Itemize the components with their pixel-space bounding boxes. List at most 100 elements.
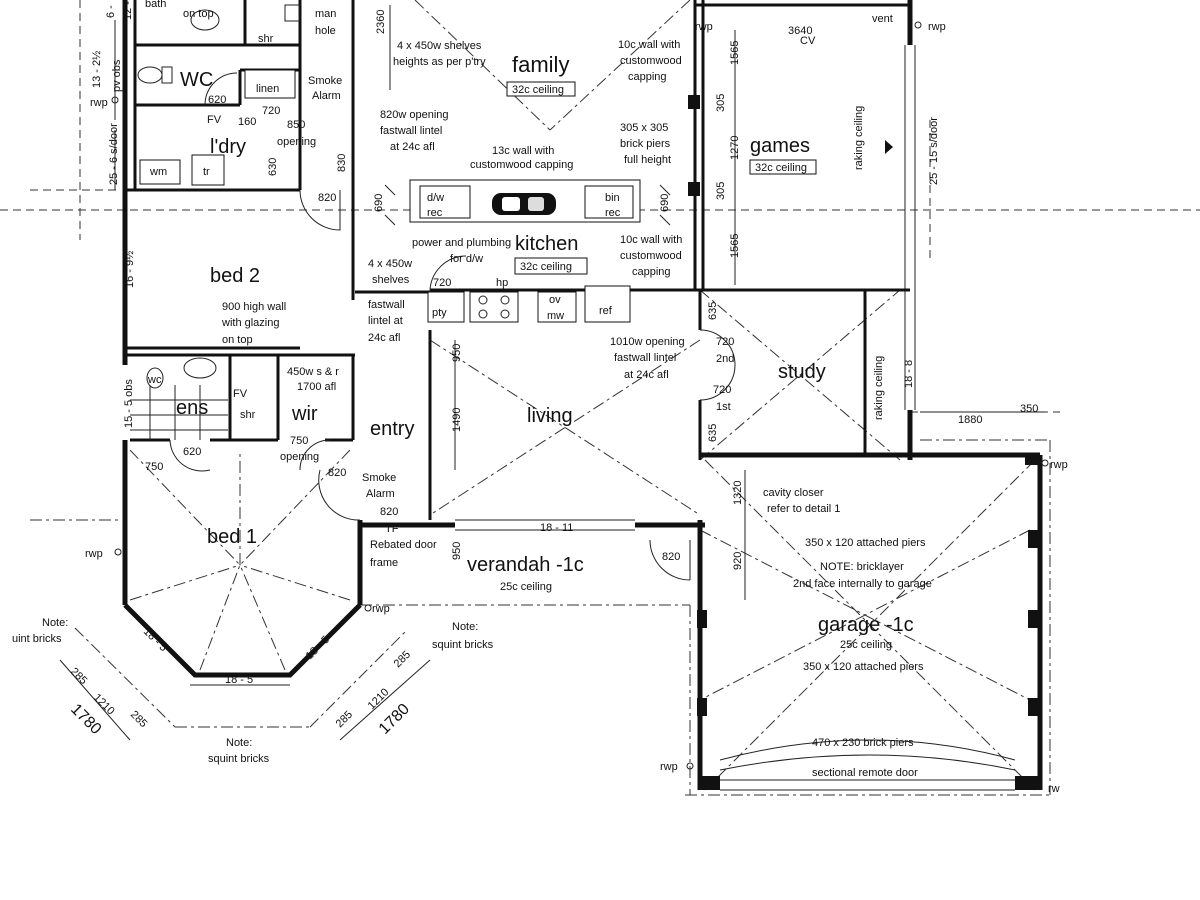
fixture-on-top: on top	[183, 8, 214, 20]
dim-2360: 2360	[375, 10, 387, 34]
dim-13-2half: 13 - 2½	[91, 51, 103, 88]
note-opening-820-3: at 24c afl	[390, 141, 435, 153]
note-opening-820-2: fastwall lintel	[380, 125, 442, 137]
note-rebated-2: frame	[370, 557, 398, 569]
dim-620b: 620	[183, 446, 201, 458]
dim-820d: 820	[662, 551, 680, 563]
fixture-man: man	[315, 8, 336, 20]
dim-18-11: 18 - 11	[540, 522, 573, 534]
ceiling-kitchen: 32c ceiling	[520, 261, 572, 273]
fixture-fv1: FV	[207, 114, 222, 126]
note-squint-bottom-1: Note:	[226, 737, 252, 749]
dim-305b: 305	[715, 182, 727, 200]
dim-350: 350	[1020, 403, 1038, 415]
fixture-bin: bin	[605, 192, 620, 204]
dim-690a: 690	[373, 194, 385, 212]
dim-25-15: 25 - 15 s/door	[928, 117, 940, 185]
dim-720a: 720	[262, 105, 280, 117]
dim-15-5: 15 - 5 obs	[123, 379, 135, 428]
note-fastwall-3: 24c afl	[368, 332, 400, 344]
label-2nd: 2nd	[716, 353, 734, 365]
rwp-label: rw	[1048, 783, 1060, 795]
note-squint-right-1: Note:	[452, 621, 478, 633]
room-shr2: shr	[240, 409, 256, 421]
note-brick-piers-3: full height	[624, 154, 671, 166]
note-shelves-pty-1: 4 x 450w	[368, 258, 412, 270]
dim-1210a: 1210	[91, 692, 117, 718]
dim-1565a: 1565	[729, 41, 741, 65]
fixture-mw: mw	[547, 310, 564, 322]
dim-630: 630	[267, 158, 279, 176]
dim-1270: 1270	[729, 136, 741, 160]
note-squint-left-1: Note:	[42, 617, 68, 629]
note-opening-1010-1: 1010w opening	[610, 336, 685, 348]
dim-1565b: 1565	[729, 234, 741, 258]
note-opening-1010-2: fastwall lintel	[614, 352, 676, 364]
fixture-pty: pty	[432, 307, 447, 319]
rwp-label: rwp	[1050, 459, 1068, 471]
room-living: living	[527, 405, 573, 427]
dim-1320: 1320	[732, 481, 744, 505]
dim-1210b: 1210	[366, 686, 392, 712]
note-opening-1010-3: at 24c afl	[624, 369, 669, 381]
dim-720d: 720	[713, 384, 731, 396]
ceiling-garage: 25c ceiling	[840, 639, 892, 651]
note-shelves-family-1: 4 x 450w shelves	[397, 40, 482, 52]
arrow-icon	[885, 140, 893, 154]
room-games: games	[750, 135, 810, 157]
note-wir-shelves-2: 1700 afl	[297, 381, 336, 393]
dim-620a: 620	[208, 94, 226, 106]
rwp-label: rwp	[660, 761, 678, 773]
note-capping-bot-2: customwood	[620, 250, 682, 262]
fixture-fv2: FV	[233, 388, 248, 400]
room-ens: ens	[176, 397, 208, 419]
fixture-tf: TF	[385, 523, 399, 535]
note-smoke-2b: Alarm	[366, 488, 395, 500]
note-shelves-family-2: heights as per p'try	[393, 56, 486, 68]
raking-study: raking ceiling	[873, 356, 885, 420]
note-power-2: for d/w	[450, 253, 483, 265]
dim-pv-obs: pv obs	[111, 59, 123, 92]
fixture-dw: d/w	[427, 192, 444, 204]
note-brick-piers-2: brick piers	[620, 138, 671, 150]
dim-720b: 720	[433, 277, 451, 289]
rwp-label: rwp	[372, 603, 390, 615]
note-capping-bot-1: 10c wall with	[620, 234, 682, 246]
fixture-wc-small: wc	[147, 374, 162, 386]
cooktop-icon	[478, 295, 510, 319]
note-opening-750-1: 750	[290, 435, 308, 447]
note-sectional-door: sectional remote door	[812, 767, 918, 779]
fixture-cv: CV	[800, 35, 816, 47]
room-family: family	[512, 52, 569, 77]
dim-920: 920	[732, 552, 744, 570]
note-bricklayer-2: 2nd face internally to garage	[793, 578, 932, 590]
note-opening-850-2: opening	[277, 136, 316, 148]
note-capping-top-1: 10c wall with	[618, 39, 680, 51]
note-opening-850-1: 850	[287, 119, 305, 131]
dim-820a: 820	[318, 192, 336, 204]
note-squint-left-2: uint bricks	[12, 633, 62, 645]
room-ldry: l'dry	[210, 136, 246, 158]
basin-icon	[183, 4, 300, 379]
piers	[688, 95, 1041, 790]
note-piers-350-top: 350 x 120 attached piers	[805, 537, 926, 549]
dim-635a: 635	[707, 302, 719, 320]
note-glazing-3: on top	[222, 334, 253, 346]
note-smoke-1b: Alarm	[312, 90, 341, 102]
note-bricklayer-1: NOTE: bricklayer	[820, 561, 904, 573]
car-icon	[492, 193, 556, 215]
fixture-wm: wm	[149, 166, 167, 178]
note-capping-bot-3: capping	[632, 266, 671, 278]
dim-285b: 285	[128, 709, 149, 730]
dim-160: 160	[238, 116, 256, 128]
note-squint-bottom-2: squint bricks	[208, 753, 270, 765]
room-linen: linen	[256, 83, 279, 95]
walls	[122, 0, 1043, 791]
dim-820c: 820	[380, 506, 398, 518]
dim-18-5a: 18 - 5	[141, 626, 169, 654]
ceiling-diagonals	[129, 0, 1036, 791]
ceiling-games: 32c ceiling	[755, 162, 807, 174]
dim-285c: 285	[392, 649, 413, 670]
room-study: study	[778, 361, 826, 383]
